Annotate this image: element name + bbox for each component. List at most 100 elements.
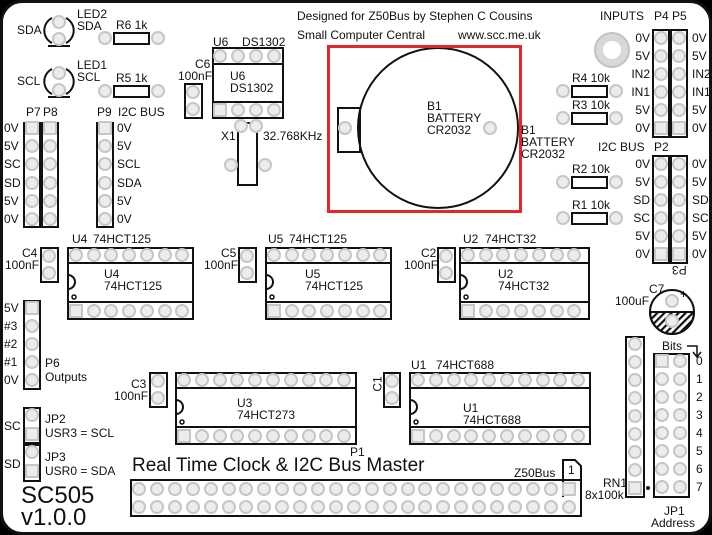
battery-outline (357, 47, 519, 209)
p4-header (652, 29, 670, 138)
resistor-body (571, 176, 608, 189)
u5-pad (320, 248, 335, 262)
jp1-pad (673, 390, 687, 404)
p3-pad (672, 247, 686, 261)
u3-pin1-dot (179, 419, 185, 425)
jp3-side-label: SD (4, 457, 21, 471)
led2-value: SDA (77, 19, 102, 33)
u1-pad (500, 429, 514, 443)
u3-pad (337, 373, 352, 387)
p1-pad (507, 482, 522, 496)
c5-ref: C5 (221, 246, 237, 260)
p1-pad (185, 500, 200, 514)
c3-capacitor (149, 372, 168, 408)
u2-notch (459, 274, 468, 290)
p9-pin-label: 5V (117, 139, 132, 153)
u1-pin1-dot (413, 419, 419, 425)
u4-bottom-row (67, 301, 194, 320)
u4-body-ref: U4 (104, 267, 120, 281)
resistor-label: R2 10k (572, 162, 611, 176)
p5-pin-label: IN2 (692, 67, 711, 81)
rn1-pad (628, 463, 642, 477)
u2-pad (549, 248, 564, 262)
c1-ref: C1 (370, 376, 385, 392)
u5-notch (265, 274, 274, 290)
u2-value: 74HCT32 (485, 232, 537, 246)
p4-pad (654, 85, 668, 99)
p5-pad (672, 67, 686, 81)
led1-signal-label: SCL (17, 74, 41, 88)
u1-pad (571, 429, 586, 443)
u5-pad (284, 248, 299, 262)
u4-pad (139, 248, 154, 262)
p1-pad (454, 482, 469, 496)
p1-pad (472, 500, 487, 514)
p6-ref: P6 (45, 356, 60, 370)
u5-pad (284, 304, 299, 318)
plus-icon: + (680, 287, 687, 301)
p6-pad (25, 301, 39, 315)
led1-outline (65, 68, 75, 95)
p3-ref: P3 (672, 263, 687, 277)
u2-ref: U2 (463, 232, 479, 246)
p4-pin-label: 0V (635, 31, 650, 45)
c3-value: 100nF (114, 389, 149, 403)
p2-pin-label: SD (633, 193, 650, 207)
c1-capacitor (383, 372, 401, 408)
u5-pad (355, 304, 370, 318)
led1-pad (52, 66, 66, 80)
jp1-bit-label: 3 (696, 408, 703, 422)
p3-pad (672, 175, 686, 189)
jp1-bit-label: 7 (696, 480, 703, 494)
u3-pad (319, 429, 334, 443)
p1-pad (149, 482, 164, 496)
p2-pad (654, 157, 668, 171)
u3-pad (266, 429, 280, 443)
p9-pin-label: SDA (117, 176, 142, 190)
p1-pin1-tab (562, 459, 582, 497)
p9-ref: P9 (97, 105, 112, 119)
resistor-pad (98, 84, 112, 98)
p7-pad (25, 121, 39, 135)
p1-pad (490, 482, 504, 496)
p1-pad (561, 482, 576, 496)
u5-pad (320, 304, 335, 318)
u5-ref: U5 (268, 232, 284, 246)
p9-pad (98, 194, 112, 208)
u1-pad (482, 373, 497, 387)
rn1-pad (628, 373, 642, 387)
u3-pad (230, 429, 245, 443)
p9-pad (98, 212, 112, 226)
u3-pad (266, 373, 280, 387)
u2-pad (531, 304, 546, 318)
resistor-label: R4 10k (572, 71, 611, 85)
rn1-pad (628, 481, 642, 495)
p2-pin-label: 5V (635, 229, 650, 243)
p7-ref: P7 (26, 105, 41, 119)
p1-pad (132, 482, 146, 496)
x1-pad (249, 119, 263, 133)
resistor-pad (609, 211, 623, 225)
led2-outline (43, 17, 53, 44)
jp1-header (653, 353, 690, 498)
p1-pad (418, 482, 433, 496)
jp1-pad (655, 462, 669, 476)
p1-pad (257, 500, 272, 514)
u6-pad (267, 103, 281, 117)
u4-pad (157, 304, 172, 318)
jp1-bit-label: 1 (696, 372, 703, 386)
p3-pad (672, 211, 686, 225)
highlight-box-battery (327, 45, 522, 213)
p5-pin-label: 0V (692, 121, 707, 135)
p7-pin-label: 0V (4, 212, 19, 226)
led2-pad (52, 32, 66, 46)
p1-pad (382, 500, 397, 514)
p7-pad (25, 212, 39, 226)
jp1-title: Address (651, 516, 696, 530)
jp3-pad (25, 464, 39, 478)
p1-pad (167, 482, 182, 496)
arrow-down-icon (687, 345, 702, 359)
resistor-pad (556, 84, 570, 98)
p4-pad (654, 49, 668, 63)
